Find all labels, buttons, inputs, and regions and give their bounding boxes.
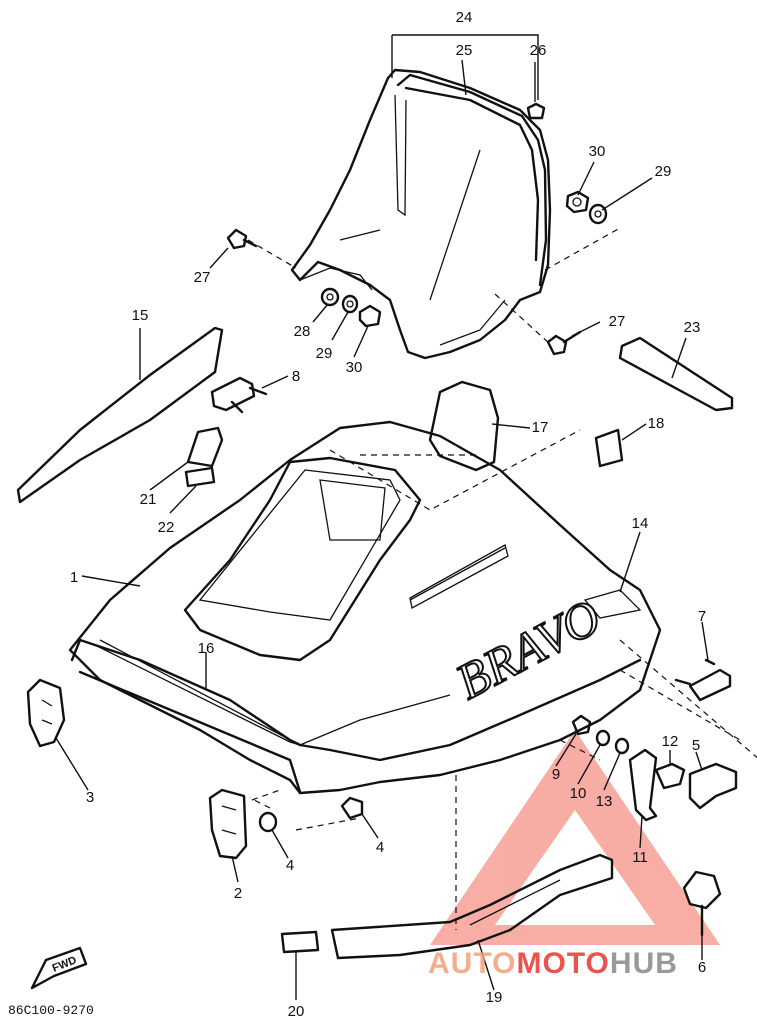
callout-29-upper: 29 [655, 163, 672, 180]
callout-30-upper: 30 [589, 143, 606, 160]
washer-part-13 [614, 737, 630, 755]
callout-21: 21 [140, 491, 157, 508]
callout-22: 22 [158, 519, 175, 536]
bravo-decal-text: BRAVO [447, 588, 610, 710]
bravo-decal-part-14: BRAVO [446, 587, 611, 711]
watermark-triangle [430, 730, 720, 945]
watermark-part3: HUB [610, 947, 678, 980]
callout-24: 24 [456, 9, 473, 26]
svg-text:AUTOMOTOHUB: AUTOMOTOHUB [428, 947, 678, 980]
part-code: 86C100-9270 [8, 1003, 94, 1018]
bolt-part-7 [674, 658, 732, 702]
clip-part-26 [526, 102, 546, 120]
hood-part-1 [68, 420, 662, 795]
nut-part-30-upper [565, 190, 590, 214]
callout-1: 1 [70, 569, 78, 586]
assembly-dashed-lines [247, 227, 757, 930]
trim-part-16 [94, 644, 301, 746]
callout-labels: 24 25 26 30 29 27 28 29 30 27 23 15 8 17… [70, 9, 706, 1020]
callout-7: 7 [698, 608, 706, 625]
watermark-part1: AUTO [428, 947, 516, 980]
pad-part-22 [184, 466, 216, 488]
callout-13: 13 [596, 793, 613, 810]
callout-27-lower: 27 [609, 313, 626, 330]
callout-29-lower: 29 [316, 345, 333, 362]
callout-11: 11 [632, 849, 648, 866]
pad-part-21 [186, 426, 224, 468]
latch-part-11 [628, 748, 658, 822]
callout-25: 25 [456, 42, 473, 59]
callout-6: 6 [698, 959, 706, 976]
callout-4-right: 4 [376, 839, 384, 856]
callout-2: 2 [234, 885, 242, 902]
callout-9: 9 [552, 766, 560, 783]
bar-part-23 [618, 336, 734, 412]
hinge-part-2 [208, 788, 248, 860]
callout-30-lower: 30 [346, 359, 363, 376]
stripe-decal-part-15 [16, 326, 224, 504]
callout-26: 26 [530, 42, 547, 59]
screw-part-27-upper [226, 228, 258, 250]
grommet-part-4-right [340, 796, 364, 820]
grommet-part-4-left [258, 811, 278, 833]
label-part-18 [594, 428, 624, 468]
visor-part-17 [428, 380, 500, 472]
callout-12: 12 [662, 733, 679, 750]
callout-20: 20 [288, 1003, 305, 1020]
hinge-part-3 [26, 678, 66, 748]
callout-15: 15 [132, 307, 149, 324]
leader-lines [55, 34, 709, 1000]
watermark-logo: AUTOMOTOHUB [428, 947, 678, 980]
spacer-part-12 [654, 762, 686, 790]
callout-3: 3 [86, 789, 94, 806]
washer-part-28 [320, 287, 340, 307]
nut-part-9 [571, 714, 592, 736]
knob-part-6 [682, 870, 722, 937]
nut-part-30-lower [358, 304, 382, 328]
callout-10: 10 [570, 785, 587, 802]
bracket-part-5 [688, 762, 738, 810]
callout-16: 16 [198, 640, 215, 657]
washer-part-10 [595, 729, 611, 747]
callout-17: 17 [532, 419, 549, 436]
watermark-part2: MOTO [516, 947, 609, 980]
rail-part-19 [330, 853, 614, 960]
callout-8: 8 [292, 368, 300, 385]
callout-28: 28 [294, 323, 311, 340]
screw-part-27-lower [546, 330, 582, 356]
forward-direction-arrow: FWD [30, 946, 88, 990]
callout-19: 19 [486, 989, 503, 1006]
washer-part-29-upper [588, 203, 608, 225]
callout-4-left: 4 [286, 857, 294, 874]
callout-5: 5 [692, 737, 700, 754]
washer-part-29-lower [341, 294, 359, 314]
callout-18: 18 [648, 415, 665, 432]
callout-14: 14 [632, 515, 649, 532]
windshield-part [290, 68, 552, 360]
bracket-part-8 [210, 376, 268, 414]
callout-23: 23 [684, 319, 701, 336]
callout-27-upper: 27 [194, 269, 211, 286]
block-part-20 [280, 930, 320, 954]
